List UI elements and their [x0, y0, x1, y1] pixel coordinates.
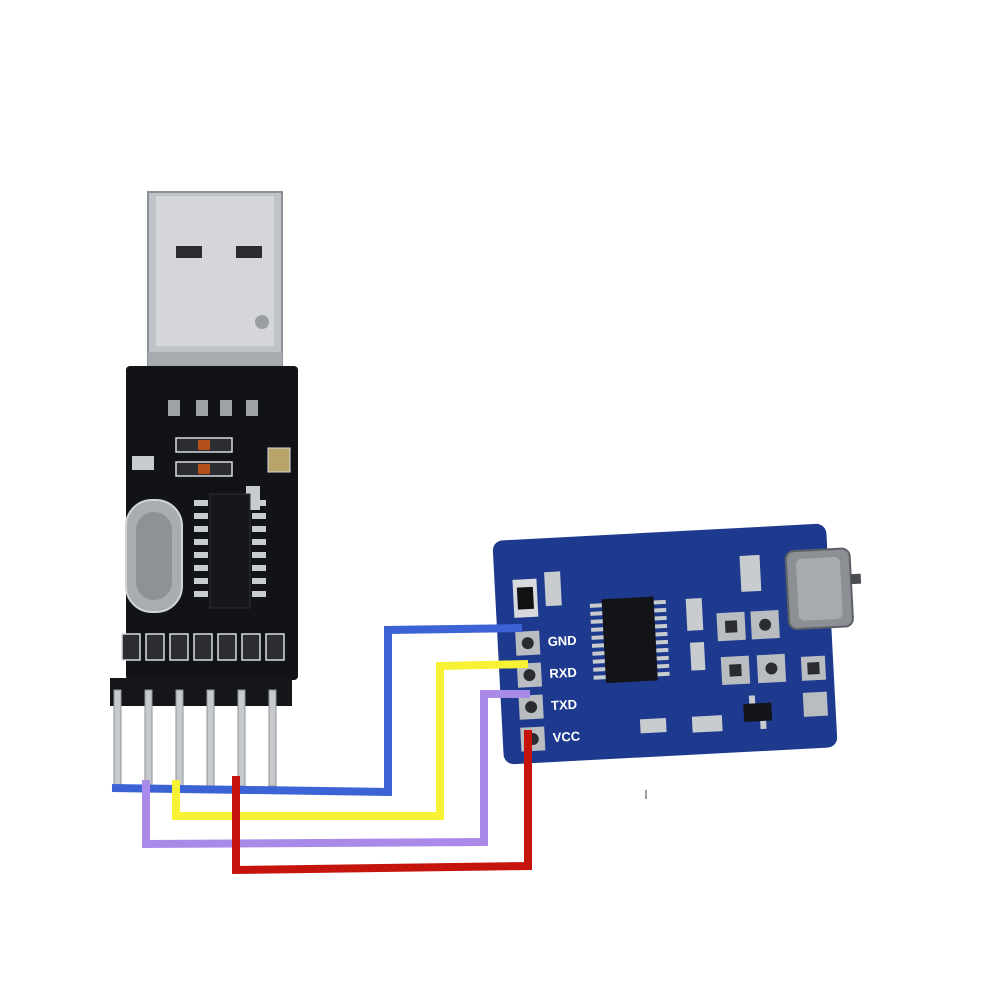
- ic-leg: [194, 591, 208, 597]
- ic-leg: [593, 667, 606, 672]
- ic-leg: [252, 578, 266, 584]
- ir-receiver-module: GND RXD TXD VCC: [492, 523, 862, 765]
- ic-leg: [657, 671, 670, 677]
- usb-pcb: [121, 366, 298, 680]
- ic-leg: [194, 539, 208, 545]
- ic-leg: [657, 663, 670, 669]
- ic-leg: [655, 631, 668, 637]
- ic-leg: [194, 526, 208, 532]
- smd-part: [265, 633, 285, 661]
- ic-leg: [252, 513, 266, 519]
- wire-vcc: [232, 730, 532, 875]
- smd-part: [217, 633, 237, 661]
- ic-leg: [591, 643, 605, 648]
- ir-receiver-sensor: [784, 547, 862, 631]
- pin-label-rxd: RXD: [549, 665, 577, 681]
- ic-leg: [653, 599, 666, 605]
- ic-leg: [654, 615, 667, 621]
- pin-label-txd: TXD: [551, 697, 578, 713]
- ic-leg: [590, 611, 603, 616]
- header-pin: [206, 689, 215, 787]
- ch340-chip: [194, 493, 266, 609]
- ic-leg: [194, 565, 208, 571]
- pin-label-gnd: GND: [547, 633, 577, 649]
- smd-part: [145, 633, 165, 661]
- header-pin: [237, 689, 246, 787]
- ic-leg: [592, 651, 605, 656]
- ic-leg: [252, 500, 266, 506]
- smd-part: [169, 633, 189, 661]
- ir-pin-pads: [515, 630, 546, 752]
- header-pin: [175, 689, 184, 787]
- ic-leg: [252, 539, 266, 545]
- ir-pin-hole: [525, 701, 538, 714]
- ic-leg: [252, 552, 266, 558]
- ic-leg: [590, 619, 603, 624]
- ic-leg: [654, 607, 667, 613]
- ic-leg: [194, 500, 208, 506]
- ic-leg: [654, 623, 668, 629]
- ic-leg: [194, 513, 208, 519]
- ic-leg: [252, 591, 266, 597]
- ir-pin-hole: [523, 669, 536, 682]
- usb-smd-row: [121, 633, 285, 661]
- header-pin: [113, 689, 122, 787]
- ic-leg: [591, 635, 604, 640]
- usb-ttl-adapter: [110, 191, 298, 787]
- ic-leg: [593, 675, 606, 680]
- smd-part: [121, 633, 141, 661]
- ic-leg: [252, 565, 266, 571]
- ic-leg: [252, 526, 266, 532]
- ir-pin-labels: GND RXD TXD VCC: [547, 633, 581, 745]
- ic-leg: [656, 655, 669, 661]
- ic-leg: [655, 639, 668, 645]
- ic-leg: [592, 659, 605, 664]
- wires: [111, 624, 532, 875]
- wire-rxd: [172, 660, 529, 820]
- header-pin: [144, 689, 153, 787]
- ir-pin-hole: [521, 637, 534, 650]
- ic-leg: [656, 647, 669, 653]
- wire-gnd: [111, 624, 523, 797]
- ic-leg: [194, 552, 208, 558]
- ic-leg: [194, 578, 208, 584]
- wire-txd: [142, 690, 530, 849]
- ic-leg: [591, 627, 604, 632]
- speck: [645, 790, 647, 799]
- ir-mcu-chip: [589, 596, 670, 684]
- pin-label-vcc: VCC: [552, 729, 581, 745]
- ic-leg: [589, 603, 602, 608]
- usb-header-pins: [110, 678, 292, 787]
- header-pin: [268, 689, 277, 787]
- smd-part: [241, 633, 261, 661]
- smd-part: [193, 633, 213, 661]
- crystal-oscillator: [125, 499, 183, 613]
